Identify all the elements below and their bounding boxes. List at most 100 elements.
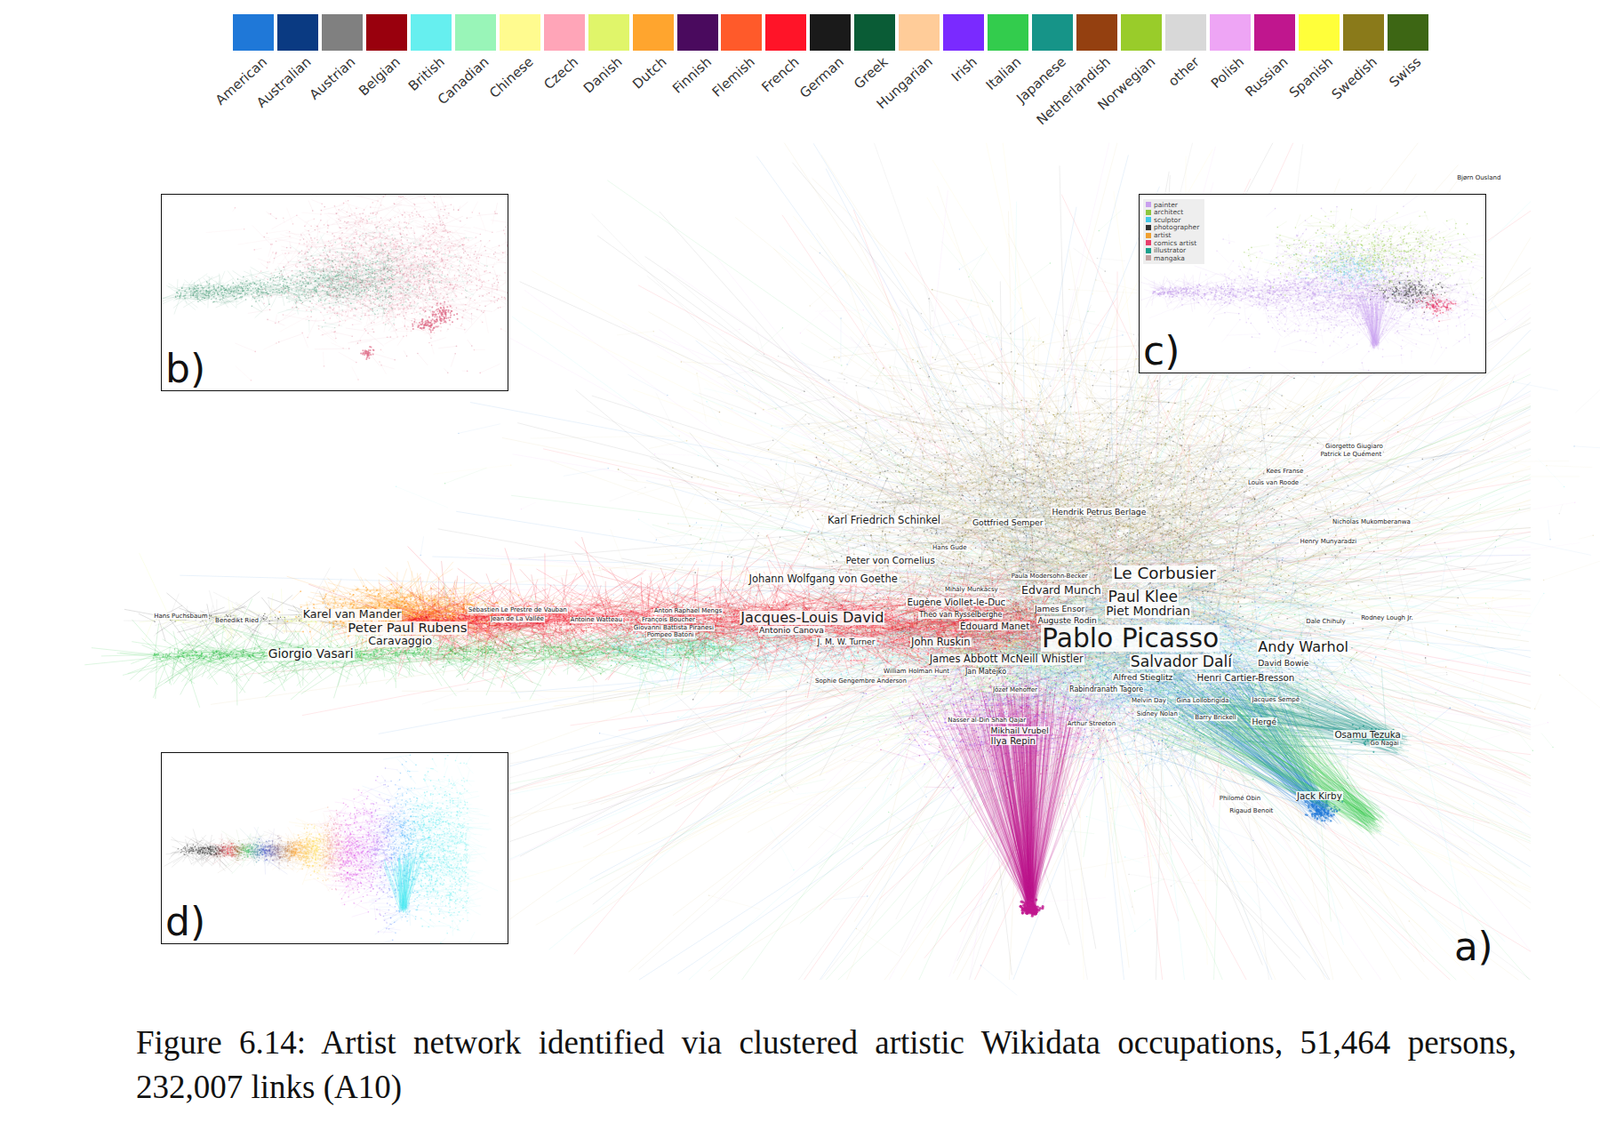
artist-dot: [1197, 437, 1200, 440]
artist-dot: [1367, 498, 1368, 500]
artist-dot: [708, 894, 710, 896]
artist-dot: [1380, 569, 1382, 571]
artist-dot: [863, 466, 864, 468]
artist-dot: [1098, 407, 1101, 409]
artist-dot: [1384, 594, 1386, 596]
artist-dot: [896, 424, 899, 427]
artist-dot: [876, 382, 878, 384]
artist-dot: [653, 330, 655, 332]
artist-dot: [1460, 554, 1462, 556]
artist-dot: [980, 964, 982, 966]
artist-dot: [698, 589, 700, 591]
artist-dot: [1059, 432, 1062, 434]
artist-dot: [818, 426, 820, 428]
artist-dot: [1168, 384, 1170, 385]
artist-dot: [1186, 437, 1189, 440]
artist-dot: [613, 593, 615, 595]
artist-dot: [1315, 591, 1317, 592]
artist-dot: [821, 514, 824, 517]
artist-dot: [1137, 452, 1140, 455]
artist-dot: [1303, 406, 1305, 408]
artist-dot: [1068, 288, 1070, 290]
artist-dot: [1028, 529, 1031, 532]
artist-dot: [1096, 257, 1098, 259]
artist-dot: [1366, 748, 1368, 750]
artist-dot: [707, 675, 709, 677]
artist-dot: [944, 432, 946, 434]
artist-dot: [1212, 416, 1214, 418]
artist-dot: [705, 400, 707, 402]
artist-dot: [1143, 761, 1144, 763]
artist-dot: [1004, 397, 1007, 400]
artist-dot: [801, 516, 803, 518]
artist-dot: [1444, 762, 1446, 764]
artist-dot: [1079, 385, 1081, 388]
artist-dot: [805, 696, 807, 697]
artist-dot: [855, 415, 857, 417]
artist-dot: [1549, 538, 1551, 540]
artist-dot: [1032, 463, 1034, 465]
artist-dot: [844, 759, 846, 760]
artist-dot: [1064, 802, 1065, 804]
artist-dot: [863, 720, 864, 722]
artist-dot: [1086, 816, 1088, 817]
artist-dot: [958, 323, 960, 325]
artist-dot: [797, 786, 799, 788]
artist-dot: [770, 458, 772, 460]
artist-dot: [1127, 393, 1128, 395]
artist-dot: [835, 464, 838, 467]
artist-dot: [866, 895, 868, 896]
artist-dot: [855, 426, 857, 429]
artist-dot: [1445, 665, 1448, 668]
artist-dot: [1132, 704, 1134, 705]
artist-dot: [1134, 930, 1136, 932]
artist-dot: [1420, 574, 1422, 576]
artist-dot: [1519, 508, 1520, 510]
artist-dot: [802, 517, 804, 519]
artist-dot: [1163, 746, 1165, 748]
artist-dot: [1149, 737, 1151, 739]
artist-dot: [885, 344, 887, 345]
artist-dot: [1037, 369, 1039, 371]
artist-dot: [1293, 460, 1296, 463]
artist-dot: [1322, 675, 1324, 677]
artist-dot: [1485, 602, 1487, 604]
artist-dot: [608, 467, 609, 469]
artist-dot: [1397, 558, 1399, 560]
artist-dot: [933, 414, 936, 416]
artist-dot: [1312, 446, 1314, 448]
artist-dot: [851, 842, 853, 844]
artist-dot: [753, 691, 755, 693]
artist-dot: [677, 716, 679, 718]
artist-dot: [1346, 510, 1348, 512]
artist-dot: [1280, 611, 1282, 613]
artist-dot: [870, 552, 872, 554]
artist-dot: [1372, 525, 1374, 527]
artist-dot: [1063, 396, 1065, 399]
artist-dot: [923, 535, 925, 536]
artist-dot: [763, 353, 765, 355]
artist-dot: [1038, 338, 1040, 340]
artist-dot: [1277, 588, 1279, 590]
artist-dot: [1470, 447, 1472, 448]
artist-dot: [875, 359, 878, 361]
artist-dot: [1488, 608, 1489, 609]
artist-dot: [1355, 549, 1357, 551]
artist-dot: [1265, 448, 1268, 451]
artist-dot: [1044, 430, 1047, 432]
artist-dot: [1403, 704, 1405, 705]
artist-dot: [937, 434, 939, 436]
artist-dot: [1071, 352, 1073, 354]
artist-dot: [992, 300, 993, 302]
artist-dot: [1149, 918, 1151, 920]
artist-dot: [700, 547, 702, 549]
artist-dot: [1238, 464, 1240, 466]
artist-dot: [777, 355, 779, 357]
artist-dot: [1101, 414, 1104, 416]
artist-dot: [1066, 432, 1068, 434]
artist-dot: [1362, 593, 1364, 595]
artist-dot: [987, 396, 989, 398]
artist-dot: [1124, 856, 1126, 857]
artist-dot: [1294, 630, 1296, 632]
